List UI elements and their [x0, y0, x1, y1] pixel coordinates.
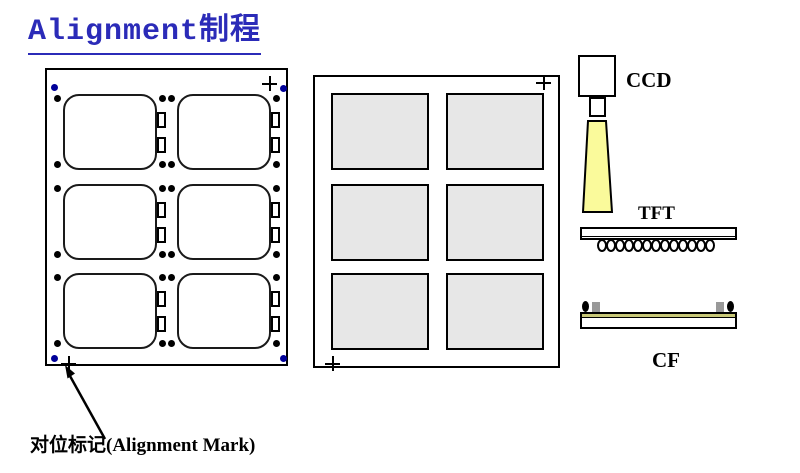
corner-dot — [159, 340, 166, 347]
alignment-mark-cross — [536, 75, 551, 90]
corner-dot — [168, 251, 175, 258]
lcd-cell-outline — [177, 273, 271, 349]
cf-cell — [331, 93, 429, 170]
corner-dot — [54, 161, 61, 168]
liquid-crystal-drops — [597, 239, 715, 252]
bonding-tab — [271, 112, 280, 128]
alignment-mark-cross — [325, 356, 340, 371]
panel-cell — [168, 184, 280, 260]
corner-dot — [273, 251, 280, 258]
panel-cell — [54, 273, 166, 349]
cf-substrate-bar — [580, 312, 737, 329]
cf-cell — [446, 184, 544, 261]
bonding-tab — [271, 202, 280, 218]
corner-dot — [159, 251, 166, 258]
panel-cell — [54, 184, 166, 260]
lcd-cell-outline — [63, 94, 157, 170]
corner-dot — [54, 185, 61, 192]
cf-cell — [446, 273, 544, 350]
bonding-tab — [157, 137, 166, 153]
corner-dot — [54, 340, 61, 347]
lc-drop — [705, 239, 715, 252]
corner-dot — [168, 340, 175, 347]
corner-dot — [54, 95, 61, 102]
blue-corner-dot — [280, 85, 287, 92]
lcd-cell-outline — [177, 184, 271, 260]
tft-label: TFT — [638, 203, 675, 224]
spacer-pad — [716, 302, 724, 312]
panel-cell — [54, 94, 166, 170]
sealant-dot — [727, 301, 734, 312]
corner-dot — [168, 185, 175, 192]
page-title: Alignment制程 — [28, 14, 262, 55]
bonding-tab — [157, 202, 166, 218]
corner-dot — [54, 251, 61, 258]
bonding-tab — [157, 227, 166, 243]
ccd-label: CCD — [626, 68, 672, 92]
annotation-text: 对位标记(Alignment Mark) — [30, 435, 256, 456]
annotation-arrow — [65, 365, 107, 440]
bonding-tab — [271, 137, 280, 153]
cf-cell — [446, 93, 544, 170]
corner-dot — [273, 340, 280, 347]
cf-cell — [331, 273, 429, 350]
panel-cell — [168, 94, 280, 170]
blue-corner-dot — [280, 355, 287, 362]
alignment-mark-cross — [262, 76, 277, 91]
lcd-cell-outline — [63, 273, 157, 349]
bonding-tab — [157, 291, 166, 307]
bonding-tab — [271, 291, 280, 307]
ccd-camera-body — [578, 55, 616, 97]
bonding-tab — [271, 316, 280, 332]
lcd-cell-outline — [177, 94, 271, 170]
light-beam — [581, 120, 614, 213]
corner-dot — [159, 185, 166, 192]
corner-dot — [168, 274, 175, 281]
corner-dot — [159, 274, 166, 281]
bonding-tab — [157, 112, 166, 128]
cf-cell — [331, 184, 429, 261]
corner-dot — [168, 161, 175, 168]
cf-label: CF — [652, 348, 680, 372]
corner-dot — [54, 274, 61, 281]
spacer-pad — [592, 302, 600, 312]
panel-cell — [168, 273, 280, 349]
corner-dot — [273, 185, 280, 192]
alignment-mark-cross — [61, 356, 76, 371]
corner-dot — [273, 274, 280, 281]
lcd-cell-outline — [63, 184, 157, 260]
corner-dot — [159, 161, 166, 168]
corner-dot — [159, 95, 166, 102]
sealant-dot — [582, 301, 589, 312]
blue-corner-dot — [51, 84, 58, 91]
blue-corner-dot — [51, 355, 58, 362]
corner-dot — [273, 161, 280, 168]
corner-dot — [273, 95, 280, 102]
bonding-tab — [271, 227, 280, 243]
corner-dot — [168, 95, 175, 102]
ccd-lens-mount — [589, 97, 606, 117]
bonding-tab — [157, 316, 166, 332]
